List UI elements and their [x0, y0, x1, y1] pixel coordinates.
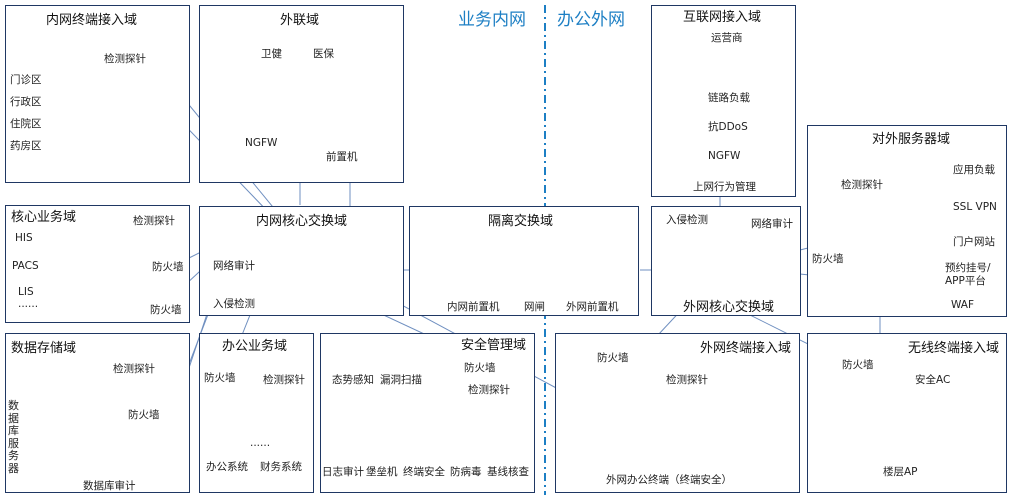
- label-db-server: 数据库服务器: [8, 399, 19, 475]
- label-internet-ngfw: NGFW: [708, 150, 741, 162]
- title-isolation: 隔离交换域: [488, 214, 554, 229]
- label-ext-ids: 入侵检测: [666, 214, 708, 226]
- title-external-services: 对外服务器域: [872, 132, 951, 147]
- label-office-probe: 检测探针: [263, 374, 305, 386]
- domain-extranet-terminal-access: [555, 333, 800, 493]
- title-extranet-terminal: 外网终端接入域: [700, 341, 792, 356]
- title-intranet-core-switch: 内网核心交换域: [256, 214, 348, 229]
- label-area-admin: 行政区: [10, 96, 42, 108]
- label-finance-system: 财务系统: [260, 461, 302, 473]
- label-office-fw: 防火墙: [204, 372, 236, 384]
- label-isp: 运营商: [711, 32, 743, 44]
- label-storage-probe: 检测探针: [113, 363, 155, 375]
- domain-extranet-core-switch: [651, 206, 801, 316]
- label-endpoint-sec: 终端安全: [403, 466, 445, 478]
- label-office-system: 办公系统: [206, 461, 248, 473]
- label-his: HIS: [15, 232, 33, 244]
- label-antivirus: 防病毒: [450, 466, 482, 478]
- label-behavior-mgmt: 上网行为管理: [693, 181, 756, 193]
- label-appointment: 预约挂号/ APP平台: [945, 262, 991, 287]
- domain-intranet-terminal-access: [5, 5, 190, 183]
- label-lis: LIS: [18, 286, 34, 298]
- label-outer-front: 外网前置机: [566, 301, 619, 313]
- domain-isolation-exchange: [409, 206, 639, 316]
- domain-wireless-access: [807, 333, 1007, 493]
- label-gap: 网闸: [524, 301, 545, 313]
- domain-office-business: [199, 333, 314, 493]
- label-ext-term-fw: 防火墙: [597, 352, 629, 364]
- extranet-label: 办公外网: [557, 10, 625, 30]
- label-ssl-vpn: SSL VPN: [953, 201, 997, 213]
- label-baseline: 基线核查: [487, 466, 529, 478]
- label-cloud-insurance: 医保: [313, 48, 334, 60]
- label-core-fw2: 防火墙: [150, 304, 182, 316]
- domain-external-services: [807, 125, 1007, 317]
- label-db-audit: 数据库审计: [83, 480, 136, 492]
- label-core-probe: 检测探针: [133, 215, 175, 227]
- label-sec-ac: 安全AC: [915, 374, 951, 386]
- label-portal: 门户网站: [953, 236, 995, 248]
- label-net-audit: 网络审计: [213, 260, 255, 272]
- title-extranet-core-switch: 外网核心交换域: [683, 300, 775, 315]
- label-inner-front: 内网前置机: [447, 301, 500, 313]
- title-internet-access: 互联网接入域: [683, 10, 762, 25]
- label-wl-fw: 防火墙: [842, 359, 874, 371]
- domain-internet-access: [651, 5, 796, 197]
- label-more-systems: ......: [18, 298, 39, 310]
- label-pacs: PACS: [12, 260, 39, 272]
- intranet-label: 业务内网: [458, 10, 526, 30]
- label-area-pharmacy: 药房区: [10, 140, 42, 152]
- label-area-inpatient: 住院区: [10, 118, 42, 130]
- label-ext-terminal: 外网办公终端（终端安全）: [606, 474, 732, 486]
- label-sec-probe: 检测探针: [468, 384, 510, 396]
- domain-data-storage: [5, 333, 190, 493]
- label-link-lb: 链路负载: [708, 92, 750, 104]
- label-anti-ddos: 抗DDoS: [708, 121, 748, 133]
- label-bastion: 堡垒机: [366, 466, 398, 478]
- domain-core-business: [5, 205, 190, 323]
- title-data-storage: 数据存储域: [11, 341, 77, 356]
- domain-external-connection: [199, 5, 404, 183]
- domain-security-management: [320, 333, 535, 493]
- label-awareness: 态势感知: [332, 374, 374, 386]
- title-wireless: 无线终端接入域: [908, 341, 1000, 356]
- label-log-audit: 日志审计: [322, 466, 364, 478]
- label-storage-fw: 防火墙: [128, 409, 160, 421]
- label-app-lb: 应用负载: [953, 164, 995, 176]
- label-office-dots: ......: [250, 437, 271, 449]
- label-ext-fw: 防火墙: [812, 253, 844, 265]
- label-ids: 入侵检测: [213, 298, 255, 310]
- title-office-business: 办公业务域: [222, 339, 288, 354]
- label-vuln-scan: 漏洞扫描: [380, 374, 422, 386]
- label-waf: WAF: [951, 299, 975, 311]
- label-core-fw1: 防火墙: [152, 261, 184, 273]
- label-floor-ap: 楼层AP: [883, 466, 918, 478]
- label-front-server: 前置机: [326, 151, 358, 163]
- domain-intranet-core-switch: [199, 206, 404, 316]
- title-core-business: 核心业务域: [11, 210, 77, 225]
- label-ext-audit: 网络审计: [751, 218, 793, 230]
- label-sec-fw: 防火墙: [464, 362, 496, 374]
- label-area-clinic: 门诊区: [10, 74, 42, 86]
- title-external-connection: 外联域: [280, 13, 320, 28]
- label-probe: 检测探针: [104, 53, 146, 65]
- label-cloud-health: 卫健: [261, 48, 282, 60]
- title-security-management: 安全管理域: [461, 338, 527, 353]
- label-ext-term-probe: 检测探针: [666, 374, 708, 386]
- label-wailian-ngfw: NGFW: [245, 137, 278, 149]
- label-ext-probe: 检测探针: [841, 179, 883, 191]
- title-intranet-access: 内网终端接入域: [46, 13, 138, 28]
